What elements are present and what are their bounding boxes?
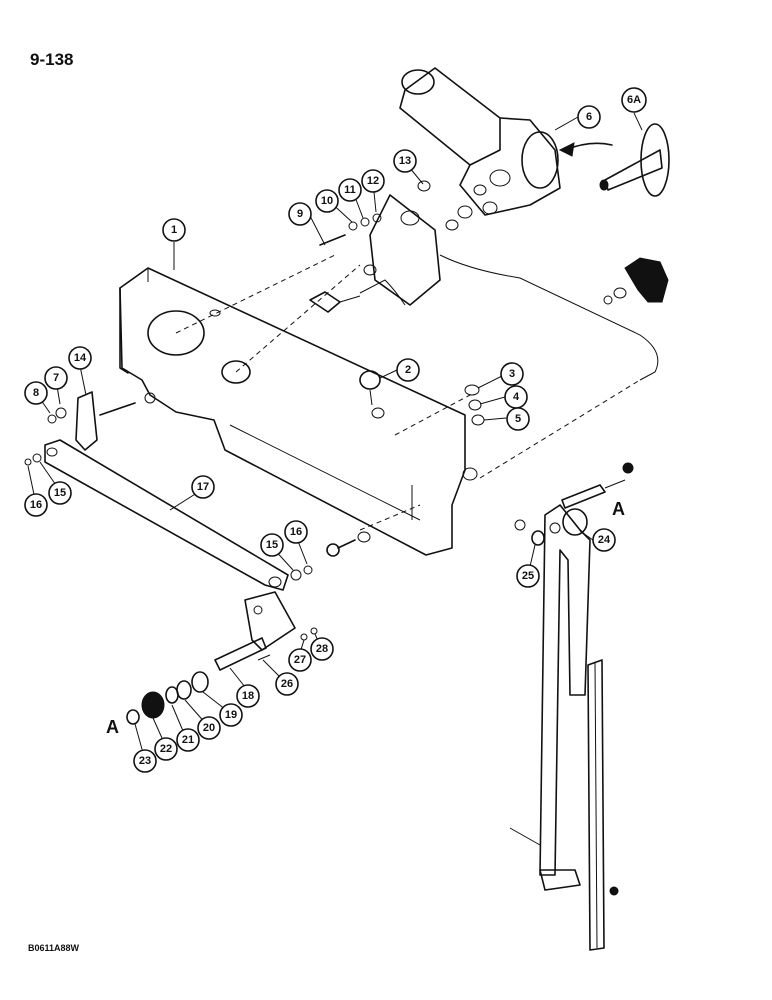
svg-text:26: 26 — [281, 678, 293, 690]
callout-13: 13 — [393, 149, 417, 173]
svg-text:21: 21 — [182, 734, 194, 746]
svg-text:7: 7 — [53, 372, 59, 384]
page-number: 9-138 — [30, 50, 74, 69]
svg-text:13: 13 — [399, 155, 411, 167]
callout-5: 5 — [506, 407, 530, 431]
svg-text:18: 18 — [242, 690, 254, 702]
callout-24: 24 — [592, 528, 616, 552]
svg-text:9: 9 — [297, 208, 303, 220]
callout-25: 25 — [516, 564, 540, 588]
svg-text:11: 11 — [344, 184, 356, 196]
callout-27: 27 — [288, 648, 312, 672]
callout-1: 1 — [162, 218, 186, 242]
callout-8: 8 — [24, 381, 48, 405]
svg-text:19: 19 — [225, 709, 237, 721]
callout-6a: 6A — [621, 87, 647, 113]
callout-2: 2 — [396, 358, 420, 382]
shaft-components — [126, 671, 209, 725]
svg-text:20: 20 — [203, 722, 215, 734]
svg-text:23: 23 — [139, 755, 151, 767]
callout-15-left: 15 — [48, 481, 72, 505]
svg-text:15: 15 — [266, 539, 278, 551]
callout-16-right: 16 — [284, 520, 308, 544]
drive-wheel — [599, 123, 670, 197]
harness-wire — [439, 254, 659, 381]
callout-17: 17 — [191, 475, 215, 499]
callout-18: 18 — [236, 684, 260, 708]
callout-16-left: 16 — [24, 493, 48, 517]
pivot-shaft-assembly — [214, 591, 318, 671]
reference-letter-a-top: A — [612, 499, 625, 519]
wiper-blade — [509, 659, 619, 951]
callout-19: 19 — [219, 703, 243, 727]
wiper-motor — [399, 67, 561, 216]
link-arm — [24, 439, 289, 591]
callout-26: 26 — [275, 672, 299, 696]
alignment-lines — [175, 254, 641, 531]
svg-text:1: 1 — [171, 224, 177, 236]
bottom-bolt — [326, 531, 371, 557]
svg-text:22: 22 — [160, 743, 172, 755]
callout-20: 20 — [197, 716, 221, 740]
svg-text:28: 28 — [316, 643, 328, 655]
callout-3: 3 — [500, 362, 524, 386]
callout-15-right: 15 — [260, 533, 284, 557]
callout-4: 4 — [504, 385, 528, 409]
callout-10: 10 — [315, 189, 339, 213]
callout-11: 11 — [338, 178, 362, 202]
svg-text:24: 24 — [598, 534, 611, 546]
motor-bracket — [369, 194, 441, 306]
left-bracket — [47, 391, 156, 451]
svg-text:17: 17 — [197, 481, 209, 493]
svg-text:16: 16 — [30, 499, 42, 511]
wiper-arm — [514, 462, 634, 891]
callout-6: 6 — [577, 105, 601, 129]
nuts-3-4-5 — [464, 384, 485, 426]
washer-plate — [462, 467, 478, 481]
callout-23: 23 — [133, 749, 157, 773]
mounting-plate — [119, 267, 466, 556]
svg-text:27: 27 — [294, 654, 306, 666]
callout-28: 28 — [310, 637, 334, 661]
callout-12: 12 — [361, 169, 385, 193]
svg-text:25: 25 — [522, 570, 534, 582]
switch-connector — [309, 291, 361, 313]
bolt-2 — [359, 370, 385, 419]
callout-7: 7 — [44, 366, 68, 390]
svg-text:15: 15 — [54, 487, 66, 499]
svg-text:10: 10 — [321, 195, 333, 207]
svg-text:16: 16 — [290, 526, 302, 538]
control-knob — [603, 257, 669, 305]
svg-text:8: 8 — [33, 387, 39, 399]
svg-text:14: 14 — [74, 352, 87, 364]
svg-text:12: 12 — [367, 175, 379, 187]
washer-15 — [290, 569, 302, 581]
svg-text:2: 2 — [405, 364, 411, 376]
callout-21: 21 — [176, 728, 200, 752]
leader-lines — [27, 112, 643, 761]
svg-text:6: 6 — [586, 111, 592, 123]
drawing-code: B0611A88W — [28, 943, 80, 953]
callout-14: 14 — [68, 346, 92, 370]
callout-22: 22 — [154, 737, 178, 761]
svg-text:5: 5 — [515, 413, 521, 425]
svg-text:4: 4 — [513, 391, 520, 403]
reference-letter-a-left: A — [106, 717, 119, 737]
nut-16 — [303, 565, 313, 575]
callout-9: 9 — [288, 202, 312, 226]
svg-text:3: 3 — [509, 368, 515, 380]
harness-wire-2 — [359, 279, 406, 306]
svg-text:6A: 6A — [627, 94, 641, 106]
